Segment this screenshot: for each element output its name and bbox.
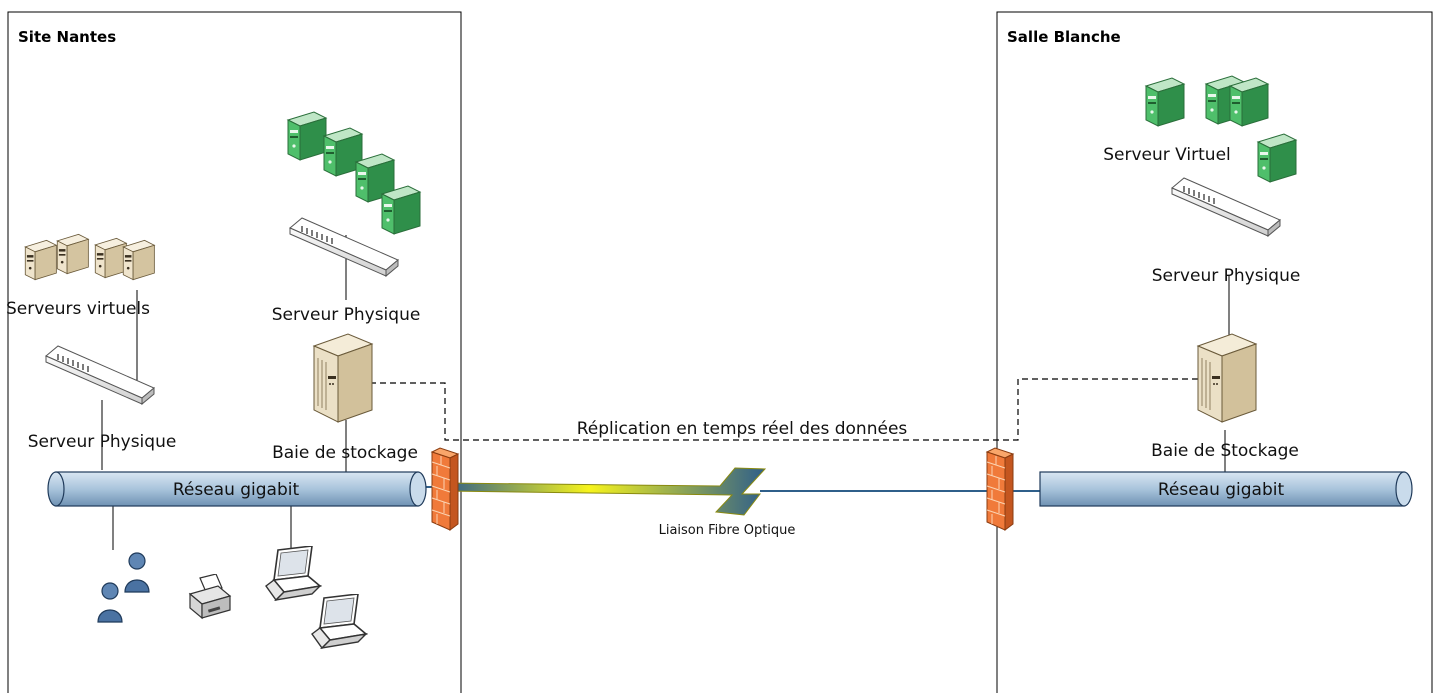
physical-server-label-salle-blanche: Serveur Physique [1152,266,1301,286]
site-salle-blanche-box [996,11,1433,693]
server-tower-icon [287,111,327,161]
physical-server-label-nantes-left: Serveur Physique [28,432,177,452]
virtual-server-label-salle-blanche: Serveur Virtuel [1103,145,1231,165]
user-icon [124,552,150,593]
firewall-icon [431,447,459,531]
storage-label-salle-blanche: Baie de Stockage [1151,441,1299,461]
switch-icon [45,345,155,405]
laptop-icon [265,546,321,601]
firewall-icon [986,447,1014,531]
network-pipe-salle-blanche [1039,471,1413,507]
network-label-nantes: Réseau gigabit [173,480,300,500]
virtual-servers-label-nantes: Serveurs virtuels [6,299,150,319]
virtual-servers-group-nantes [24,233,155,281]
server-tower-icon [24,239,57,281]
printer-icon [189,574,231,619]
network-label-salle-blanche: Réseau gigabit [1158,480,1285,500]
green-servers-group-salle-blanche [1145,75,1297,183]
storage-array-icon [1197,333,1257,423]
user-icon [97,582,123,623]
site-salle-blanche-title: Salle Blanche [1007,28,1121,46]
green-servers-group-nantes [287,111,421,235]
storage-array-icon [313,333,373,423]
server-tower-icon [94,237,127,279]
lightning-bolt-icon [444,467,767,516]
server-tower-icon [1145,77,1185,127]
replication-path [370,378,1200,441]
storage-label-nantes: Baie de stockage [272,443,418,463]
server-tower-icon [381,185,421,235]
switch-icon [1171,177,1281,237]
server-tower-icon [1257,133,1297,183]
physical-server-label-nantes-right: Serveur Physique [272,305,421,325]
network-pipe-nantes [47,471,427,507]
server-tower-icon [122,239,155,281]
server-tower-icon [56,233,89,275]
laptop-icon [311,594,367,649]
site-nantes-title: Site Nantes [18,28,116,46]
replication-label: Réplication en temps réel des données [577,419,908,439]
server-tower-icon [1229,77,1269,127]
connector-lines-salle-blanche [1224,275,1230,472]
site-nantes-box [7,11,462,693]
fiber-link [425,467,1040,516]
fiber-label: Liaison Fibre Optique [659,523,796,538]
